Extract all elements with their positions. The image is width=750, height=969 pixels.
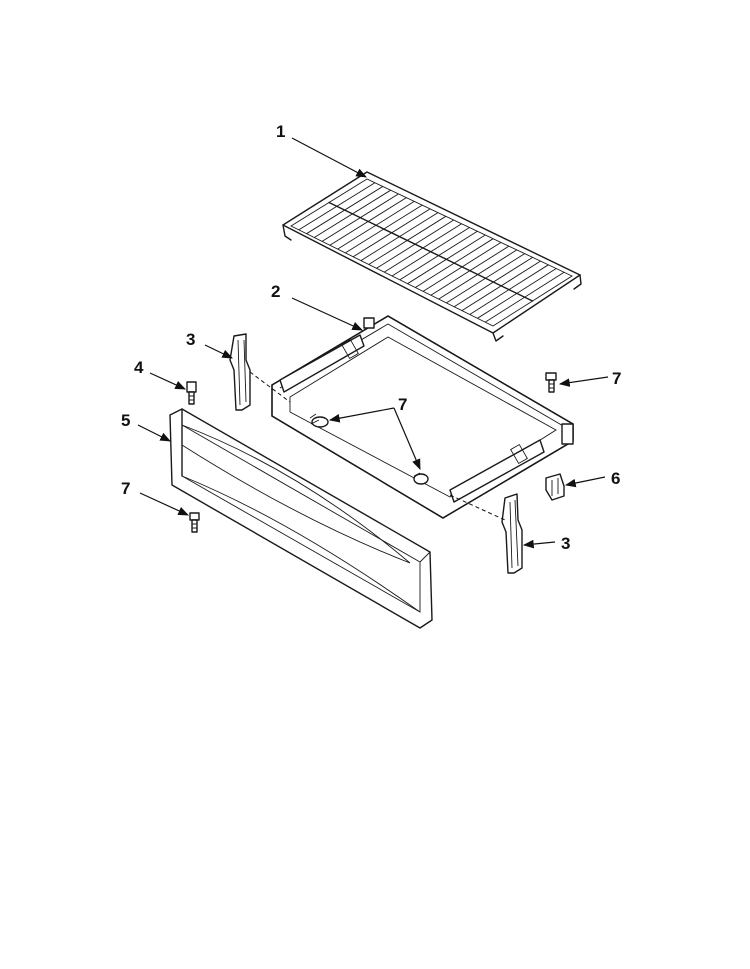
slide-bracket-right bbox=[501, 493, 523, 574]
screw-icon bbox=[309, 413, 329, 428]
callout-drawer-front: 5 bbox=[121, 411, 130, 430]
leader-lines bbox=[137, 137, 609, 549]
rack-center-bar bbox=[328, 201, 534, 302]
callout-screw-front: 7 bbox=[121, 479, 130, 498]
callout-drawer-body: 2 bbox=[271, 282, 280, 301]
slide-bracket-left bbox=[229, 333, 251, 411]
clip-icon bbox=[545, 473, 565, 501]
callout-slide-right: 3 bbox=[561, 534, 570, 553]
callout-screw-right: 7 bbox=[612, 369, 621, 388]
callout-clip: 6 bbox=[611, 469, 620, 488]
callout-rack: 1 bbox=[276, 122, 285, 141]
screw-icon bbox=[545, 372, 557, 393]
callout-slide-left: 3 bbox=[186, 330, 195, 349]
drawer-body bbox=[271, 315, 574, 519]
screw-icon bbox=[189, 512, 200, 533]
callout-screws-center: 7 bbox=[398, 395, 407, 414]
callout-stud: 4 bbox=[134, 358, 144, 377]
screw-icon bbox=[413, 472, 429, 485]
oven-rack bbox=[282, 171, 582, 342]
drawer-front-panel bbox=[169, 408, 433, 629]
stud-icon bbox=[186, 381, 197, 405]
